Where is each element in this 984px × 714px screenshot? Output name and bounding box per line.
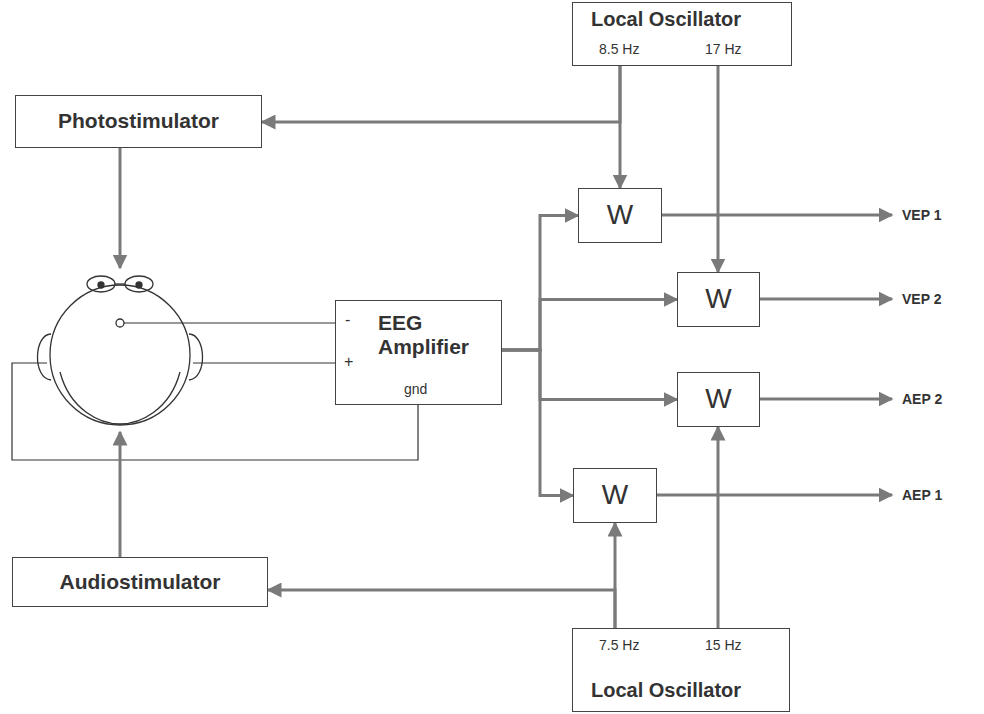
mixer-box: W (677, 372, 760, 427)
signal-arrow (717, 427, 720, 628)
stimulator-box: Audiostimulator (12, 557, 268, 607)
ground-label: gnd (404, 381, 427, 397)
signal-name: VEP 1 (902, 207, 941, 223)
oscillator-title: Local Oscillator (591, 8, 741, 31)
stimulator-box: Photostimulator (15, 95, 262, 148)
mixer-box: W (578, 188, 662, 243)
input-polarity: - (345, 311, 350, 329)
signal-name: AEP 1 (902, 487, 942, 503)
stimulator-name: Audiostimulator (60, 570, 221, 594)
mixer-label: W (705, 383, 731, 415)
amplifier-box: EEG Amplifier - + gnd (335, 300, 502, 405)
head (37, 276, 202, 425)
signal-arrow (262, 66, 620, 122)
stimulus-arrows (119, 148, 122, 557)
mixer-box: W (677, 272, 760, 327)
oscillator-box: 7.5 Hz 15 Hz Local Oscillator (572, 628, 790, 712)
mixer-box: W (573, 468, 657, 523)
frequency-label: 17 Hz (705, 41, 742, 57)
mixer-label: W (705, 283, 731, 315)
stimulator-name: Photostimulator (58, 109, 219, 133)
signal-name: AEP 2 (902, 391, 942, 407)
signal-arrow (268, 590, 615, 628)
frequency-label: 7.5 Hz (599, 637, 639, 653)
signal-arrow (502, 350, 573, 496)
output-arrows (657, 215, 892, 495)
signal-arrow (502, 350, 677, 400)
signal-arrow (502, 300, 677, 351)
amplifier-name: EEG Amplifier (378, 311, 488, 359)
mixer-label: W (607, 199, 633, 231)
input-polarity: + (344, 353, 353, 371)
signal-arrow (619, 66, 622, 188)
oscillator-title: Local Oscillator (591, 679, 741, 702)
signal-name: VEP 2 (902, 291, 941, 307)
frequency-label: 15 Hz (705, 637, 742, 653)
oscillator-box: Local Oscillator 8.5 Hz 17 Hz (572, 2, 792, 66)
frequency-label: 8.5 Hz (599, 41, 639, 57)
signal-arrow (717, 66, 720, 272)
mixer-label: W (602, 479, 628, 511)
